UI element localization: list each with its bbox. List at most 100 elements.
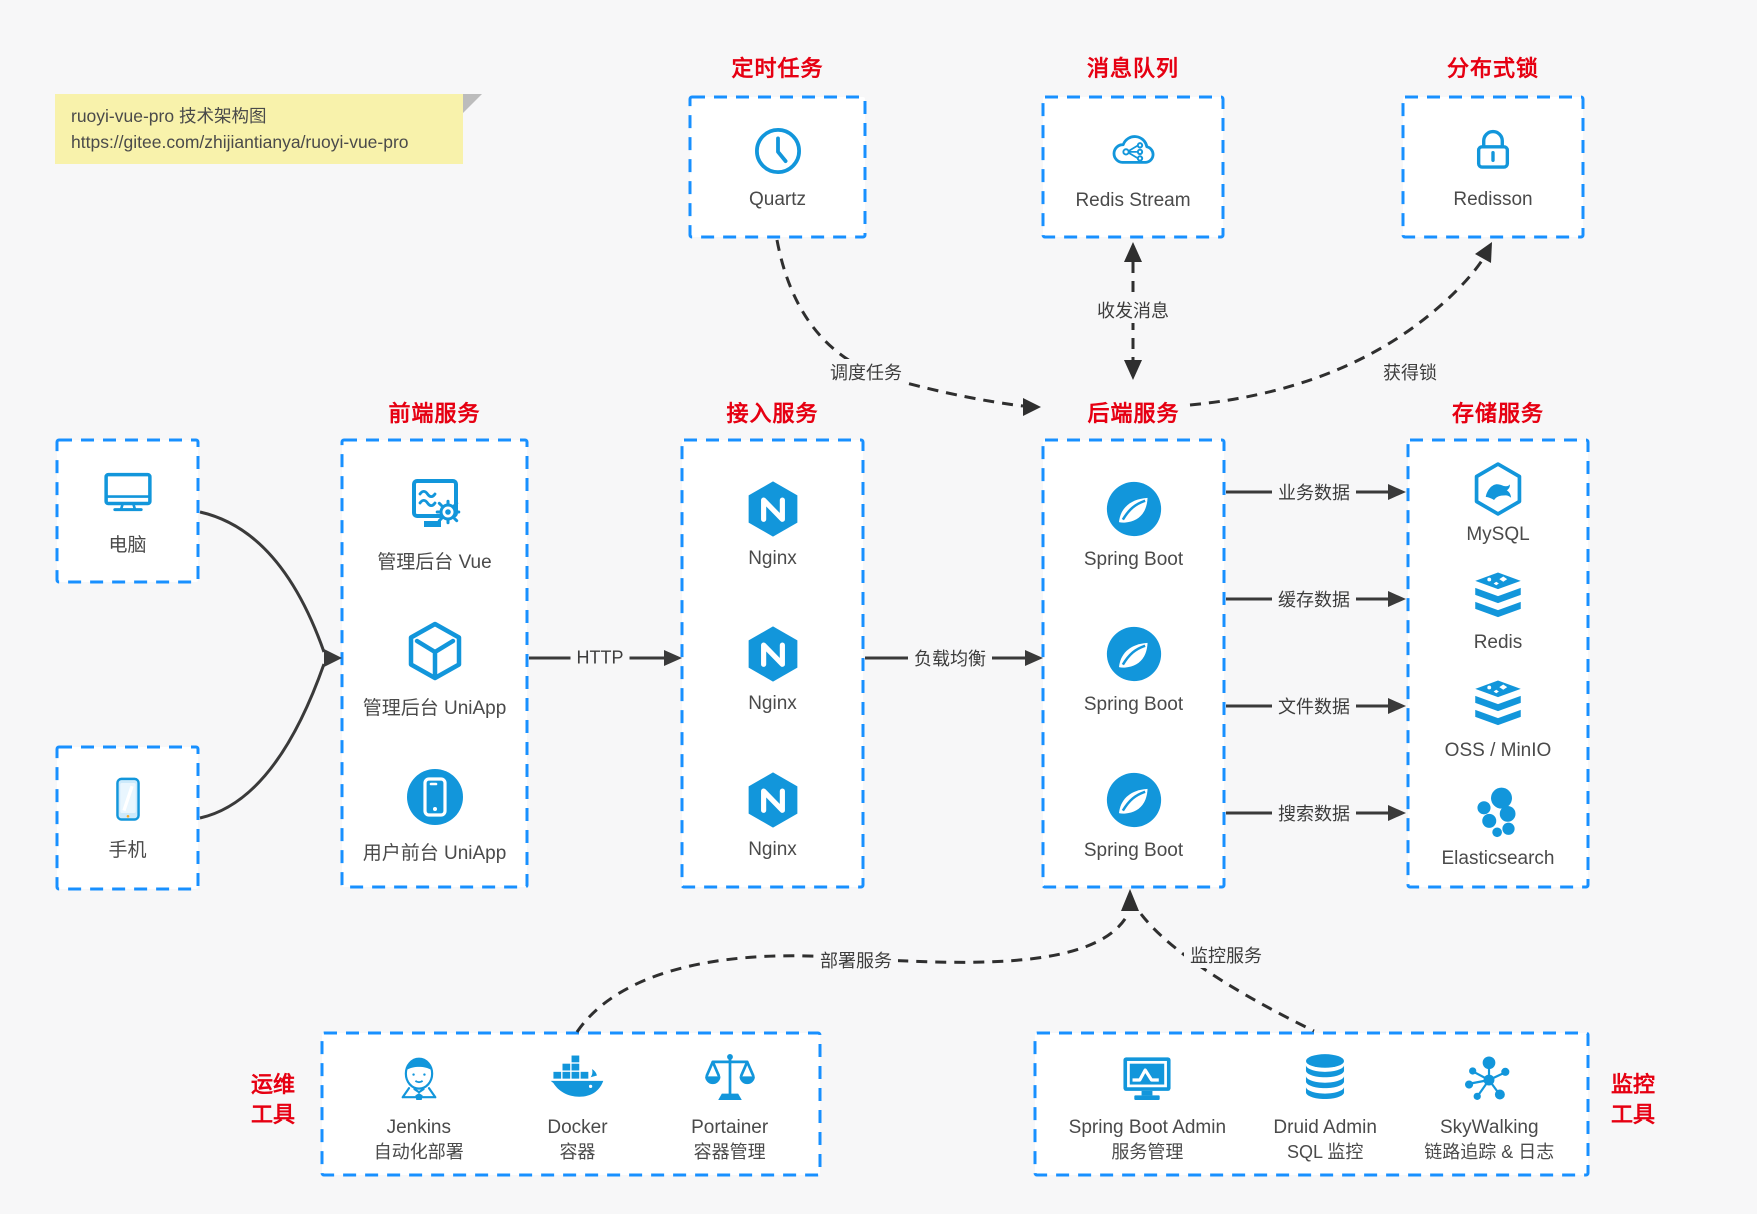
node-skywalking: SkyWalking 链路追踪 & 日志 <box>1424 1051 1554 1164</box>
node-portainer-name: Portainer <box>691 1116 769 1138</box>
node-druid-admin-desc: SQL 监控 <box>1286 1141 1364 1162</box>
edge-label-load-balance: 负载均衡 <box>908 645 992 671</box>
node-spring-boot-3: Spring Boot <box>1043 757 1224 873</box>
group-title-backend: 后端服务 <box>1087 401 1180 426</box>
edge-clients-frontend <box>199 510 326 820</box>
node-spring-boot-label: Spring Boot <box>1083 839 1184 861</box>
edge-label-deploy-service: 部署服务 <box>814 947 898 973</box>
docker-icon <box>548 1051 606 1109</box>
node-docker: Docker 容器 <box>547 1051 608 1164</box>
edge-label-file-data: 文件数据 <box>1272 693 1356 719</box>
node-jenkins-name: Jenkins <box>386 1116 451 1138</box>
edge-schedule-task <box>775 239 1041 416</box>
phone-icon <box>102 774 154 826</box>
node-elasticsearch: Elasticsearch <box>1408 777 1588 879</box>
cloud-queue-icon <box>1105 123 1161 179</box>
node-jenkins: Jenkins 自动化部署 <box>374 1051 464 1164</box>
node-docker-name: Docker <box>547 1116 608 1138</box>
oss-storage-icon <box>1470 677 1526 733</box>
edge-label-monitor-service: 监控服务 <box>1184 942 1268 968</box>
uniapp-cube-icon <box>403 620 467 684</box>
portainer-scales-icon <box>701 1051 759 1109</box>
group-title-gateway: 接入服务 <box>726 401 819 426</box>
desktop-icon <box>100 465 156 521</box>
node-spring-boot-admin-name: Spring Boot Admin <box>1068 1116 1227 1138</box>
client-phone-label: 手机 <box>108 840 147 861</box>
edge-label-acquire-lock: 获得锁 <box>1377 359 1443 385</box>
node-nginx-3: Nginx <box>682 757 863 873</box>
group-backend: 后端服务 Spring Boot Spring Boot Spring Boot <box>1043 400 1224 889</box>
edge-monitor-service <box>1139 913 1315 1033</box>
node-spring-boot-admin-desc: 服务管理 <box>1111 1141 1184 1162</box>
node-skywalking-desc: 链路追踪 & 日志 <box>1424 1141 1555 1162</box>
edge-label-http: HTTP <box>570 647 630 669</box>
node-mysql-label: MySQL <box>1466 523 1530 545</box>
ops-tools-label-line2: 工具 <box>250 1102 295 1127</box>
node-admin-uniapp: 管理后台 UniApp <box>342 612 527 728</box>
node-druid-admin: Druid Admin SQL 监控 <box>1273 1051 1377 1164</box>
node-oss-minio: OSS / MinIO <box>1408 669 1588 771</box>
ops-tools-label-line1: 运维 <box>250 1072 295 1097</box>
node-spring-boot-label: Spring Boot <box>1083 694 1184 715</box>
client-pc-box: 电脑 <box>57 440 198 582</box>
node-redisson: Redisson <box>1453 188 1533 210</box>
node-mysql: MySQL <box>1408 452 1588 554</box>
note-title: ruoyi-vue-pro 技术架构图 <box>71 106 267 126</box>
node-skywalking-name: SkyWalking <box>1440 1116 1539 1138</box>
group-scheduled-task: 定时任务 Quartz <box>690 55 865 237</box>
node-spring-boot-2: Spring Boot <box>1043 612 1224 728</box>
client-phone-box: 手机 <box>57 747 198 889</box>
monitoring-tools-label: 监控 工具 <box>1598 1070 1668 1130</box>
node-jenkins-desc: 自动化部署 <box>373 1141 464 1162</box>
ops-tools-label: 运维 工具 <box>238 1070 308 1130</box>
group-distributed-lock: 分布式锁 Redisson <box>1403 55 1583 237</box>
group-message-queue: 消息队列 Redis Stream <box>1043 55 1223 237</box>
mysql-icon <box>1470 461 1526 517</box>
group-storage: 存储服务 MySQL Redis OSS / MinIO <box>1408 400 1588 889</box>
group-title-frontend: 前端服务 <box>388 401 481 426</box>
node-nginx-label: Nginx <box>748 693 797 714</box>
user-app-icon <box>403 765 467 829</box>
edge-acquire-lock <box>1189 242 1492 407</box>
node-admin-vue-label: 管理后台 Vue <box>377 552 492 573</box>
group-title-distributed-lock: 分布式锁 <box>1446 56 1539 81</box>
druid-database-icon <box>1296 1051 1354 1109</box>
edge-label-send-receive-message: 收发消息 <box>1091 297 1175 323</box>
node-elasticsearch-label: Elasticsearch <box>1441 848 1555 870</box>
group-title-scheduled-task: 定时任务 <box>731 56 824 81</box>
group-ops-tools: Jenkins 自动化部署 Docker 容器 Portainer 容器管理 <box>322 1033 820 1175</box>
monitoring-tools-label-line1: 监控 <box>1610 1072 1655 1097</box>
admin-vue-icon <box>403 474 467 538</box>
spring-boot-icon <box>1103 478 1165 540</box>
node-nginx-1: Nginx <box>682 466 863 582</box>
note-fold-corner <box>463 94 482 113</box>
node-nginx-label: Nginx <box>748 838 797 860</box>
node-spring-boot-label: Spring Boot <box>1083 548 1184 570</box>
node-druid-admin-name: Druid Admin <box>1273 1116 1377 1138</box>
edge-label-search-data: 搜索数据 <box>1272 800 1356 826</box>
node-spring-boot-admin: Spring Boot Admin 服务管理 <box>1069 1051 1226 1164</box>
skywalking-network-icon <box>1460 1051 1518 1109</box>
node-redis-stream: Redis Stream <box>1075 189 1191 211</box>
spring-boot-icon <box>1103 769 1165 831</box>
arrowhead-frontend <box>324 649 342 667</box>
jenkins-icon <box>390 1051 448 1109</box>
group-title-message-queue: 消息队列 <box>1086 56 1179 81</box>
client-pc-label: 电脑 <box>108 535 147 556</box>
node-nginx-label: Nginx <box>748 547 797 569</box>
clock-icon <box>751 124 805 178</box>
edge-label-cache-data: 缓存数据 <box>1272 586 1356 612</box>
node-docker-desc: 容器 <box>559 1141 596 1162</box>
monitoring-tools-label-line2: 工具 <box>1610 1102 1655 1127</box>
elasticsearch-icon <box>1470 785 1526 841</box>
node-nginx-2: Nginx <box>682 612 863 728</box>
nginx-icon <box>743 624 803 684</box>
node-oss-minio-label: OSS / MinIO <box>1444 740 1552 762</box>
edge-label-business-data: 业务数据 <box>1272 479 1356 505</box>
node-admin-uniapp-label: 管理后台 UniApp <box>362 697 507 719</box>
node-user-uniapp: 用户前台 UniApp <box>342 757 527 873</box>
node-portainer-desc: 容器管理 <box>693 1141 766 1162</box>
sticky-note: ruoyi-vue-pro 技术架构图 https://gitee.com/zh… <box>55 94 482 164</box>
node-portainer: Portainer 容器管理 <box>691 1051 768 1164</box>
